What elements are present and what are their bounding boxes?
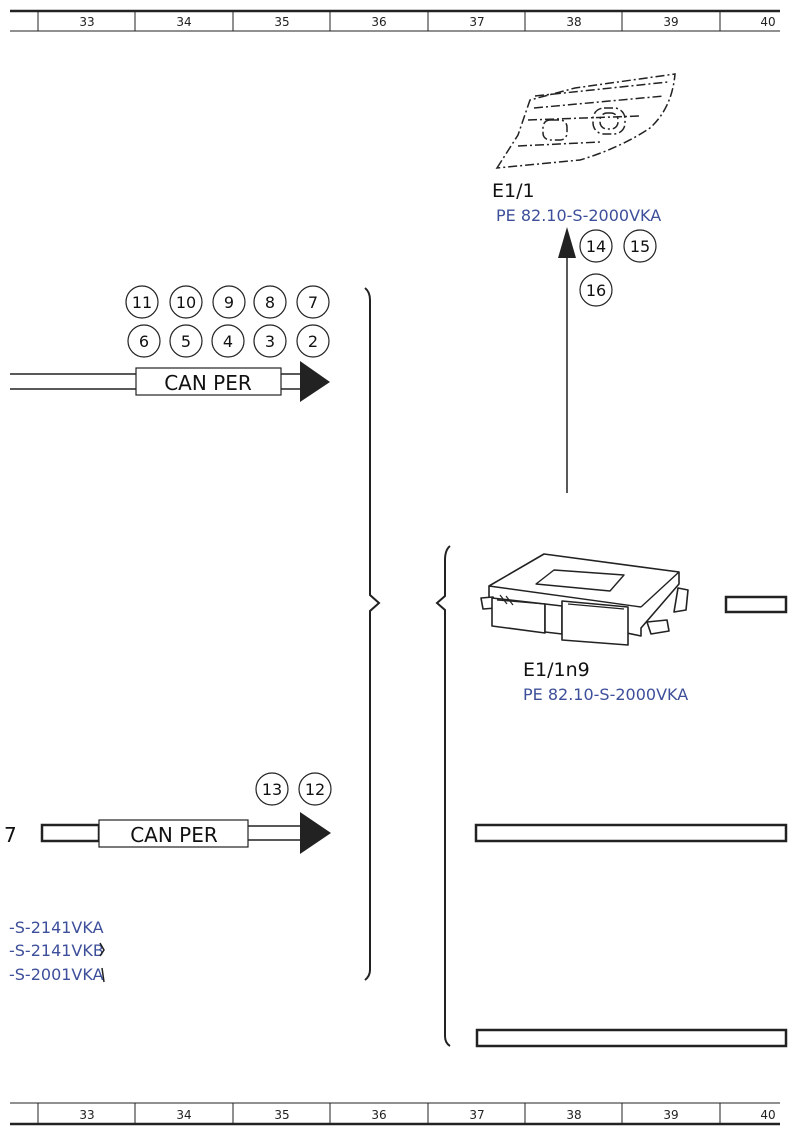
left-ref-1[interactable]: -S-2141VKA — [9, 918, 104, 937]
can-per-label-bottom: CAN PER — [130, 823, 218, 847]
upward-signal-arrow — [558, 227, 576, 493]
connector-8: 8 — [253, 285, 287, 319]
connector-label: 16 — [586, 281, 606, 300]
ruler-top-col-36: 36 — [371, 15, 386, 29]
connector-label: 12 — [305, 780, 325, 799]
connector-label: 6 — [139, 332, 149, 351]
connector-label: 15 — [630, 237, 650, 256]
connector-3: 3 — [253, 324, 287, 358]
ruler-bottom-col-33: 33 — [79, 1108, 94, 1122]
bus-arrow-head-bottom — [300, 812, 331, 854]
connector-7: 7 — [296, 285, 330, 319]
connector-label: 10 — [176, 293, 196, 312]
ruler-bottom-col-36: 36 — [371, 1108, 386, 1122]
wire-bundle-right-3 — [475, 1028, 788, 1048]
connector-4: 4 — [211, 324, 245, 358]
left-ref-2[interactable]: -S-2141VKB — [9, 941, 104, 960]
ruler-top-col-39: 39 — [663, 15, 678, 29]
connector-12: 12 — [298, 772, 332, 806]
ruler-top-col-38: 38 — [566, 15, 581, 29]
connector-label: 2 — [308, 332, 318, 351]
connector-group-top: 11 10 9 8 7 6 5 4 3 2 — [125, 285, 330, 358]
connector-label: 4 — [223, 332, 233, 351]
ruler-top-col-35: 35 — [274, 15, 289, 29]
component-id-e1-1: E1/1 — [492, 180, 535, 202]
rear-light-icon[interactable] — [495, 73, 676, 169]
left-ref-3[interactable]: -S-2001VKA — [9, 965, 104, 984]
bottom-ruler: 33 34 35 36 37 38 39 40 — [10, 1102, 780, 1126]
can-per-bus-bottom[interactable]: CAN PER — [40, 812, 331, 854]
ruler-bottom-col-40: 40 — [760, 1108, 775, 1122]
ruler-top-col-37: 37 — [469, 15, 484, 29]
connector-group-bottom: 13 12 — [255, 772, 332, 806]
left-facing-brace — [435, 545, 451, 1047]
connector-9: 9 — [212, 285, 246, 319]
connector-2: 2 — [296, 324, 330, 358]
can-per-bus-top[interactable]: CAN PER — [10, 361, 330, 402]
bus-arrow-head-top — [300, 361, 330, 402]
connector-6: 6 — [127, 324, 161, 358]
edge-fragment-label: 7 — [4, 823, 17, 847]
connector-label: 9 — [224, 293, 234, 312]
connector-13: 13 — [255, 772, 289, 806]
connector-11: 11 — [125, 285, 159, 319]
connector-label: 11 — [132, 293, 152, 312]
wire-bundle-right-1 — [724, 595, 788, 614]
can-per-label-top: CAN PER — [164, 371, 252, 395]
component-id-e1-1n9: E1/1n9 — [523, 659, 590, 681]
connector-10: 10 — [169, 285, 203, 319]
connector-label: 14 — [586, 237, 606, 256]
ruler-top-col-34: 34 — [176, 15, 191, 29]
ruler-bottom-col-35: 35 — [274, 1108, 289, 1122]
ruler-bottom-col-39: 39 — [663, 1108, 678, 1122]
ruler-bottom-col-38: 38 — [566, 1108, 581, 1122]
right-facing-brace — [364, 287, 381, 981]
component-ref-e1-1[interactable]: PE 82.10-S-2000VKA — [496, 206, 661, 225]
component-ref-e1-1n9[interactable]: PE 82.10-S-2000VKA — [523, 685, 688, 704]
ruler-bottom-col-34: 34 — [176, 1108, 191, 1122]
ref-cursor-mark — [99, 942, 105, 983]
ruler-bottom-col-37: 37 — [469, 1108, 484, 1122]
connector-label: 5 — [181, 332, 191, 351]
connector-14: 14 — [579, 229, 613, 263]
wire-bundle-right-2 — [474, 823, 788, 843]
connector-15: 15 — [623, 229, 657, 263]
connector-label: 13 — [262, 780, 282, 799]
connector-label: 8 — [265, 293, 275, 312]
ruler-top-col-40: 40 — [760, 15, 775, 29]
connector-16: 16 — [579, 273, 613, 307]
top-ruler: 33 34 35 36 37 38 39 40 — [10, 9, 780, 32]
ruler-top-col-33: 33 — [79, 15, 94, 29]
control-unit-icon[interactable] — [480, 553, 689, 646]
connector-5: 5 — [169, 324, 203, 358]
connector-label: 3 — [265, 332, 275, 351]
connector-label: 7 — [308, 293, 318, 312]
